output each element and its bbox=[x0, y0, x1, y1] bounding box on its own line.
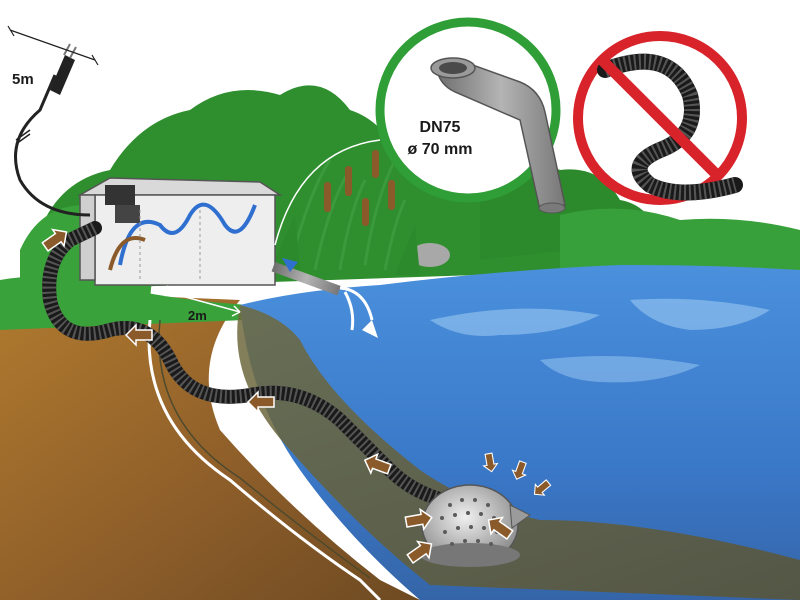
flow-arrow-icon bbox=[363, 452, 392, 475]
forbidden-hose-badge bbox=[573, 31, 747, 205]
intake-arrow-icon bbox=[533, 479, 552, 496]
intake-arrow-icon bbox=[511, 460, 527, 480]
filter-distance-label: 2m bbox=[188, 308, 207, 323]
pipe-spec-label: DN75 bbox=[420, 119, 461, 136]
allowed-pipe-badge bbox=[375, 17, 566, 214]
flow-arrows bbox=[41, 228, 392, 475]
flow-arrow-icon bbox=[41, 228, 68, 253]
cable-length-dimension-line bbox=[9, 29, 96, 61]
filter-distance-dimension bbox=[159, 285, 241, 317]
power-plug-icon bbox=[50, 55, 75, 95]
pond-bed bbox=[147, 305, 800, 600]
rigid-pipe-icon bbox=[430, 57, 566, 214]
return-outflow bbox=[271, 258, 378, 338]
callout-line bbox=[274, 139, 381, 246]
intake-arrow-icon bbox=[406, 540, 433, 565]
flow-arrow-icon bbox=[124, 323, 153, 347]
cable-length-label: 5m bbox=[12, 71, 34, 88]
pond-filter-box bbox=[77, 177, 283, 286]
intake-arrows bbox=[404, 452, 552, 565]
intake-arrow-icon bbox=[404, 507, 433, 532]
power-cable bbox=[7, 25, 99, 217]
intake-arrow-icon bbox=[482, 452, 499, 473]
return-flow-arrow-icon bbox=[282, 258, 298, 272]
flow-arrow-icon bbox=[246, 390, 275, 414]
pipe-diameter-label: ø 70 mm bbox=[408, 141, 473, 158]
intake-arrow-icon bbox=[487, 516, 514, 541]
corrugated-hose-prohibited-icon bbox=[597, 53, 743, 201]
